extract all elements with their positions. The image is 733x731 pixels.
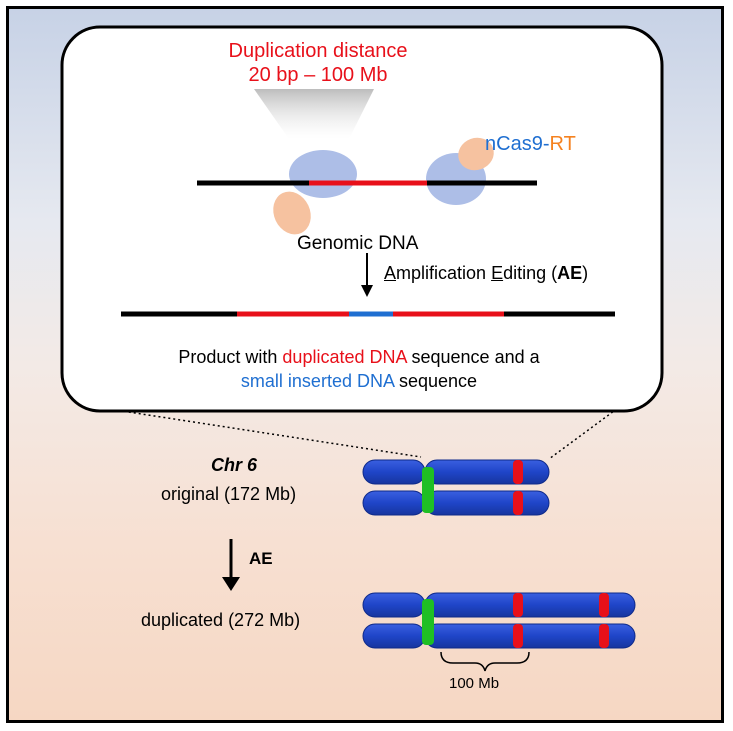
scale-label: 100 Mb [449,675,500,692]
duplicated-label: duplicated (272 Mb) [141,610,301,630]
enzyme-label: nCas9-RT [485,133,576,156]
amplification-editing-label: Amplification Editing (AE) [384,263,588,284]
enzyme-rt: RT [549,133,576,155]
duplication-title-line1: Duplication distance [228,40,408,62]
chromosome-duplicated-top [362,592,636,618]
ae-close: ) [582,263,589,283]
protein-peach-left [273,191,311,235]
product-line2-b: sequence [393,371,478,391]
zoom-line-left [108,408,422,458]
product-description: Product with duplicated DNA sequence and… [9,345,721,393]
chromosome-original-top [362,459,550,485]
duplication-distance-title: Duplication distance 20 bp – 100 Mb [9,39,721,87]
ae-abbr: AE [557,263,583,283]
ae-w1-first: A [384,263,397,283]
down-arrow-icon [222,577,240,591]
enzyme-ncas9: nCas9 [485,133,543,155]
product-line1-duplicated: duplicated DNA [282,347,407,367]
protein-blue-left [289,150,357,198]
original-label: original (172 Mb) [161,484,297,504]
chromosome-original-bottom [362,490,550,516]
product-line1-a: Product with [178,347,283,367]
figure-frame: Duplication distance 20 bp – 100 Mb nCas… [6,6,724,723]
duplication-title-line2: 20 bp – 100 Mb [248,64,388,86]
product-line1: Product with duplicated DNA sequence and… [9,345,715,369]
centromere-original [422,467,434,513]
product-line1-c: sequence and a [406,347,540,367]
magnify-cone [254,89,374,139]
centromere-duplicated [422,599,434,645]
product-line2-inserted: small inserted DNA [240,371,394,391]
ae-w2-first: E [491,263,504,283]
chromosome-ae-label: AE [249,549,273,568]
chr-name: Chr 6 [211,455,258,475]
ae-w2-rest: diting ( [503,263,558,283]
down-arrow-icon [361,285,373,297]
diagram-graphics [60,25,664,672]
genomic-dna-label: Genomic DNA [297,233,419,254]
ae-w1-rest: mplification [396,263,492,283]
chromosome-duplicated-bottom [362,623,636,649]
zoom-line-right [548,393,638,460]
product-line2: small inserted DNA sequence [9,369,715,393]
enzyme-sep: - [542,133,550,155]
protein-peach-right [458,137,494,171]
curly-bracket-icon [440,651,530,672]
